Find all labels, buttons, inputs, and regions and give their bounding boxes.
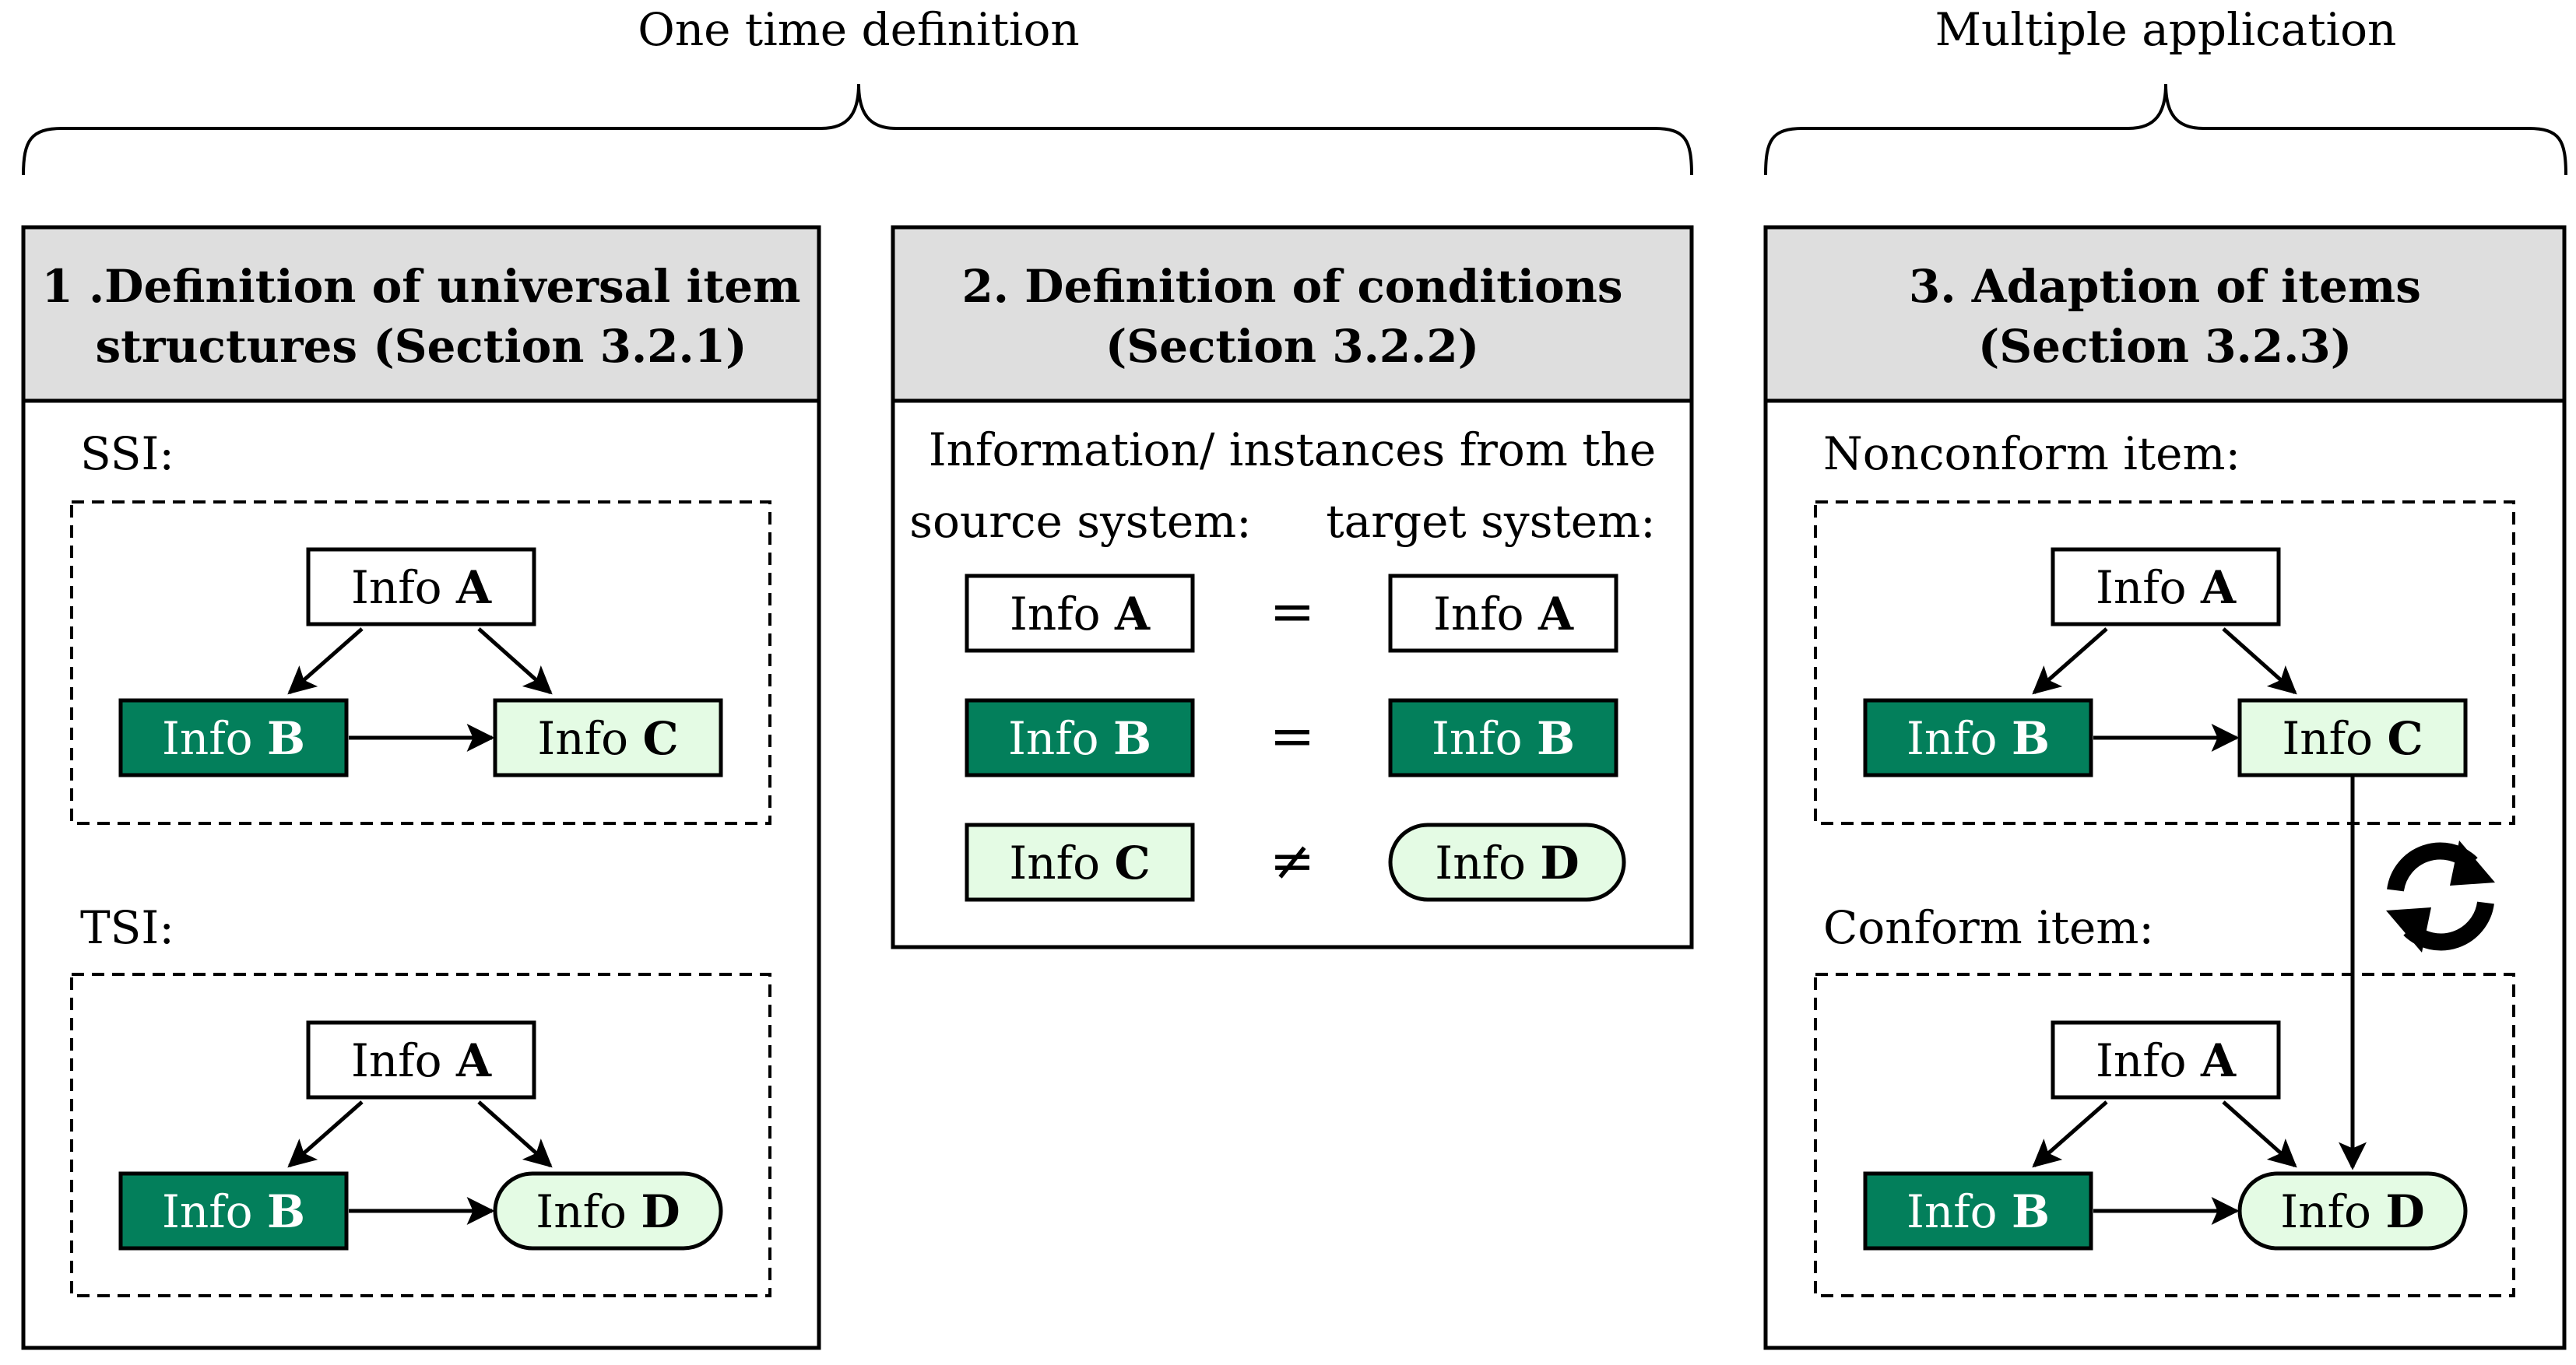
tsi-label: TSI:: [80, 901, 174, 954]
panel-adaption-of-items: 3. Adaption of items (Section 3.2.3) Non…: [1763, 225, 2567, 1350]
svg-text:Info D: Info D: [1435, 837, 1579, 890]
ssi-label: SSI:: [80, 427, 174, 480]
arrow-a-to-b: [2032, 1100, 2108, 1168]
ssi-node-info-c: Info C: [493, 698, 723, 777]
svg-text:Info B: Info B: [162, 712, 305, 765]
arrow-a-to-b: [2032, 627, 2108, 695]
svg-text:Info D: Info D: [2280, 1185, 2424, 1238]
condition-row: Info C ≠ Info D: [965, 823, 1626, 902]
not-equal-sign: ≠: [1270, 829, 1316, 893]
one-time-brace: [22, 83, 1693, 176]
svg-text:Info C: Info C: [537, 712, 678, 765]
svg-text:Info B: Info B: [1907, 712, 2050, 765]
panel-title-line-1: 3. Adaption of items: [1909, 260, 2421, 313]
tsi-node-info-d: Info D: [493, 1171, 723, 1251]
source-system-label: source system:: [909, 495, 1251, 548]
panel-universal-item-structures: 1 .Definition of universal item structur…: [21, 225, 821, 1350]
tsi-node-info-a: Info A: [306, 1020, 536, 1100]
svg-text:Info B: Info B: [1008, 712, 1151, 765]
panel-definition-of-conditions: 2. Definition of conditions (Section 3.2…: [891, 225, 1694, 949]
panel-title-line-2: (Section 3.2.2): [1105, 320, 1479, 373]
nonconform-node-info-a: Info A: [2051, 547, 2281, 626]
tsi-node-info-b: Info B: [118, 1171, 349, 1251]
target-system-label: target system:: [1326, 495, 1655, 548]
target-node-info-a: [1388, 574, 1618, 653]
source-node-info-b: [965, 698, 1195, 777]
ssi-dashed-frame: [70, 500, 771, 825]
panel-header: [1763, 225, 2567, 403]
one-time-definition-label: One time definition: [638, 3, 1079, 56]
equals-sign: =: [1270, 580, 1316, 644]
panel-title-line-1: 2. Definition of conditions: [961, 260, 1622, 313]
conform-item-label: Conform item:: [1823, 901, 2154, 954]
svg-text:Info A: Info A: [2096, 561, 2237, 614]
svg-text:Info C: Info C: [2282, 712, 2423, 765]
panel-header: [891, 225, 1694, 403]
svg-text:Info B: Info B: [1907, 1185, 2050, 1238]
panel-header: [21, 225, 821, 403]
tsi-dashed-frame: [70, 973, 771, 1297]
sync-icon: [2386, 840, 2495, 953]
conditions-intro: Information/ instances from the: [929, 423, 1657, 476]
conform-dashed-frame: [1814, 973, 2515, 1297]
arrow-a-to-b: [287, 1100, 364, 1168]
condition-row: Info B = Info B: [965, 698, 1618, 777]
target-node-info-b: [1388, 698, 1618, 777]
conform-node-info-b: Info B: [1863, 1171, 2093, 1251]
svg-text:Info C: Info C: [1009, 837, 1150, 890]
source-node-info-c: [965, 823, 1195, 902]
svg-text:Info A: Info A: [2096, 1034, 2237, 1087]
conform-node-info-a: Info A: [2051, 1020, 2281, 1100]
arrow-a-to-d: [477, 1100, 553, 1168]
svg-text:Info B: Info B: [1432, 712, 1575, 765]
target-node-info-d: [1388, 823, 1626, 902]
arrow-a-to-c: [2222, 627, 2297, 695]
condition-row: Info A = Info A: [965, 574, 1618, 653]
multiple-application-label: Multiple application: [1935, 3, 2397, 56]
panel-title-line-1: 1 .Definition of universal item: [41, 260, 800, 313]
svg-text:Info A: Info A: [351, 1034, 492, 1087]
svg-text:Info A: Info A: [1433, 588, 1574, 640]
arrow-a-to-b: [287, 627, 364, 695]
equals-sign: =: [1270, 704, 1316, 768]
nonconform-item-label: Nonconform item:: [1823, 427, 2240, 480]
svg-text:Info A: Info A: [1010, 588, 1151, 640]
ssi-node-info-a: Info A: [306, 547, 536, 626]
svg-text:Info D: Info D: [536, 1185, 680, 1238]
source-node-info-a: [965, 574, 1195, 653]
arrow-a-to-d: [2222, 1100, 2297, 1168]
nonconform-dashed-frame: [1814, 500, 2515, 825]
panel-title-line-2: (Section 3.2.3): [1978, 320, 2352, 373]
svg-text:Info B: Info B: [162, 1185, 305, 1238]
panel-title-line-2: structures (Section 3.2.1): [95, 320, 747, 373]
nonconform-node-info-c: Info C: [2237, 698, 2468, 777]
nonconform-node-info-b: Info B: [1863, 698, 2093, 777]
ssi-node-info-b: Info B: [118, 698, 349, 777]
svg-text:Info A: Info A: [351, 561, 492, 614]
conform-node-info-d: Info D: [2237, 1171, 2468, 1251]
arrow-a-to-c: [477, 627, 553, 695]
multiple-application-brace: [1764, 83, 2567, 176]
